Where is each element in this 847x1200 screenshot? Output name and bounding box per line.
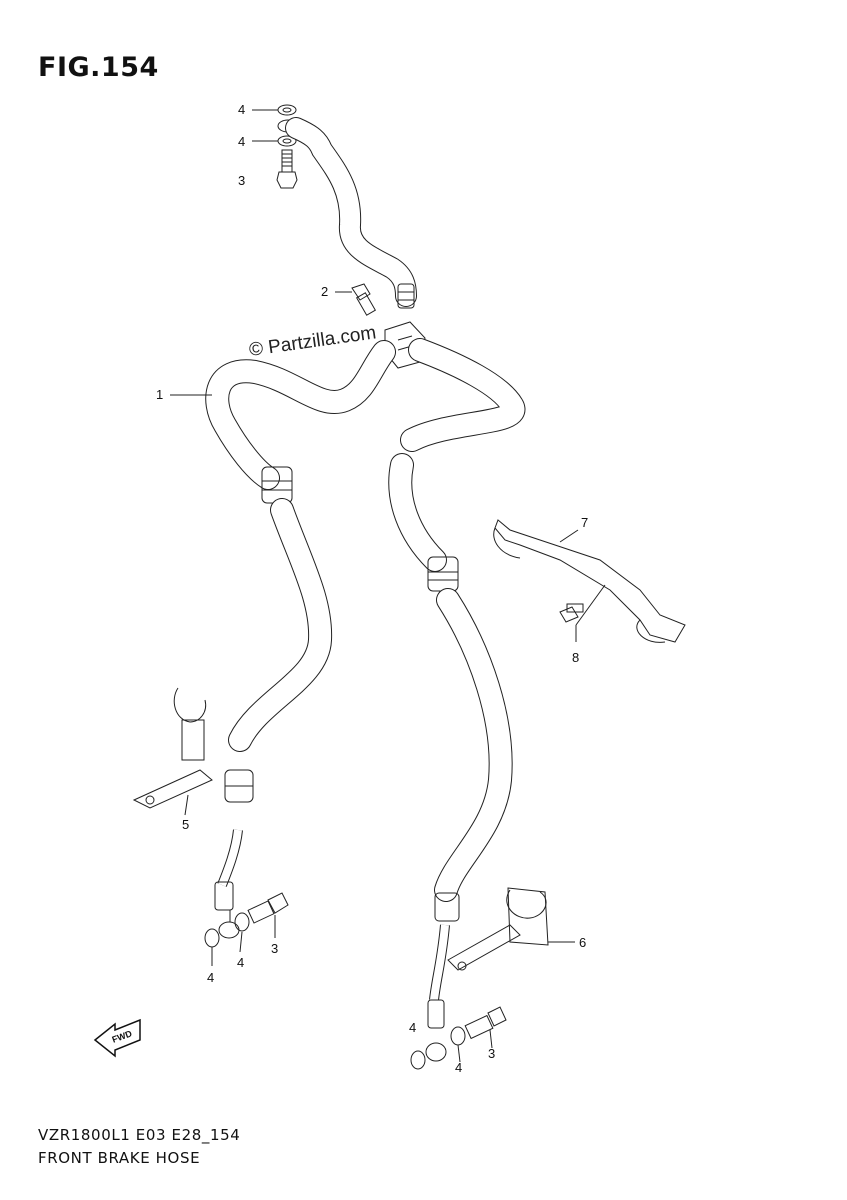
right-brake-hose: [388, 338, 526, 1062]
joint-bolt: [351, 283, 377, 316]
callout-1: 1: [156, 387, 163, 402]
clamp-bolt-8: [559, 603, 584, 623]
hose-clamp-6: [447, 887, 549, 971]
callout-7: 7: [581, 515, 588, 530]
part-title: FRONT BRAKE HOSE: [38, 1149, 201, 1167]
figure-title: FIG.154: [38, 52, 159, 83]
callout-4: 4: [455, 1060, 462, 1075]
lower-right-banjo: [410, 1006, 507, 1070]
callout-3: 3: [488, 1046, 495, 1061]
callout-2: 2: [321, 284, 328, 299]
left-brake-hose: [205, 340, 396, 939]
model-code: VZR1800L1 E03 E28_154: [38, 1126, 241, 1144]
callout-3: 3: [238, 173, 245, 188]
callout-8: 8: [572, 650, 579, 665]
callout-4: 4: [238, 102, 245, 117]
banjo-bolt-top: [276, 149, 298, 189]
washer-top-1: [277, 104, 297, 116]
top-banjo-assembly: [276, 104, 299, 189]
upper-brake-hose: [285, 117, 417, 309]
callout-6: 6: [579, 935, 586, 950]
callout-3: 3: [271, 941, 278, 956]
callout-4: 4: [238, 134, 245, 149]
leader-lines: [170, 109, 606, 1063]
callout-5: 5: [182, 817, 189, 832]
callout-4: 4: [207, 970, 214, 985]
callout-4: 4: [409, 1020, 416, 1035]
lower-left-banjo: [204, 892, 289, 948]
hose-clamp-bracket-7: [493, 519, 686, 643]
forward-arrow-icon: FWD: [93, 1018, 141, 1058]
callout-4: 4: [237, 955, 244, 970]
watermark: © Partzilla.com: [248, 322, 378, 361]
hose-clamp-5: [132, 687, 213, 809]
